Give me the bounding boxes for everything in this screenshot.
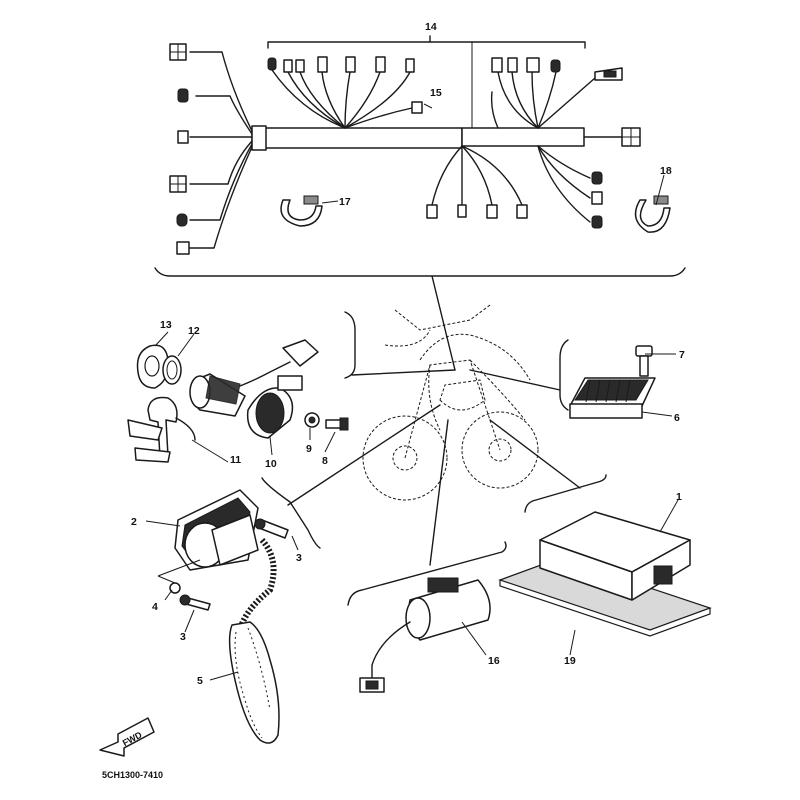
callout-11: 11 (230, 454, 241, 466)
callout-18: 18 (660, 165, 672, 177)
wire-harness (169, 35, 641, 255)
cdi-unit-group (359, 577, 491, 693)
callout-4: 4 (152, 601, 158, 613)
callout-9: 9 (306, 443, 312, 455)
callout-12: 12 (188, 325, 200, 337)
forward-direction-arrow: FWD (99, 717, 155, 757)
callout-leaders (145, 103, 679, 681)
plug-cap-lead (228, 537, 280, 744)
callout-16: 16 (488, 655, 500, 667)
leader-lines (261, 275, 607, 606)
callout-17: 17 (339, 196, 351, 208)
callout-19: 19 (564, 655, 576, 667)
motorcycle-outline (362, 304, 539, 501)
callout-labels: 14 15 17 18 13 12 11 10 9 8 7 6 1 2 3 4 … (131, 21, 685, 687)
callout-2: 2 (131, 516, 137, 528)
callout-3-upper: 3 (296, 552, 302, 564)
callout-8: 8 (322, 455, 328, 467)
drawing-code: 5CH1300-7410 (102, 770, 163, 780)
callout-3-lower: 3 (180, 631, 186, 643)
harness-clamp-18 (634, 195, 671, 233)
control-unit-group (498, 511, 712, 637)
callout-1: 1 (676, 491, 682, 503)
callout-10: 10 (265, 458, 277, 470)
ignition-coil-group (157, 489, 289, 611)
harness-group-bracket (154, 267, 686, 277)
callout-14: 14 (425, 21, 437, 33)
callout-15: 15 (430, 87, 442, 99)
callout-13: 13 (160, 319, 172, 331)
callout-5: 5 (197, 675, 203, 687)
callout-7: 7 (679, 349, 685, 361)
harness-clamp-17 (280, 195, 323, 227)
callout-6: 6 (674, 412, 680, 424)
ignition-switch-group (127, 339, 349, 463)
rectifier-regulator-group (569, 345, 656, 419)
